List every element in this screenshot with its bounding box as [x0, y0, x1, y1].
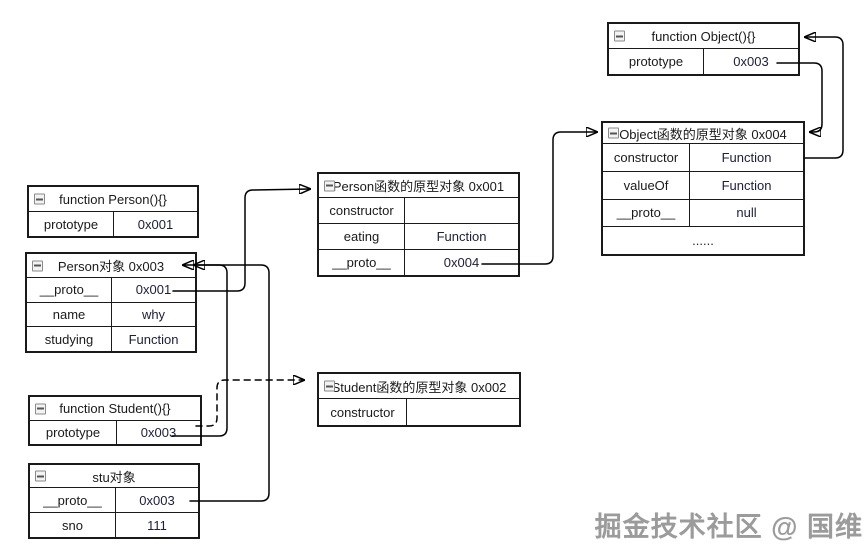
node-object-prototype[interactable]: Object函数的原型对象 0x004 constructor Function…	[601, 121, 805, 256]
property-value: Function	[721, 149, 772, 165]
node-title: Student函数的原型对象 0x002	[331, 379, 507, 395]
property-value: 0x001	[137, 216, 174, 232]
node-person-object[interactable]: Person对象 0x003 __proto__ 0x001 name why …	[25, 252, 197, 353]
property-row: valueOf Function	[603, 170, 803, 199]
collapse-icon[interactable]	[324, 380, 335, 392]
node-header: function Student(){}	[30, 397, 200, 420]
node-person-prototype[interactable]: Person函数的原型对象 0x001 constructor eating F…	[317, 172, 520, 277]
property-row: constructor	[319, 398, 519, 425]
property-key: __proto__	[27, 278, 112, 302]
collapse-icon[interactable]	[32, 260, 43, 271]
node-function-person[interactable]: function Person(){} prototype 0x001	[27, 185, 199, 238]
node-header: function Object(){}	[609, 24, 798, 48]
collapse-icon[interactable]	[34, 193, 45, 205]
property-value: 0x004	[443, 255, 480, 270]
node-title: stu对象	[92, 469, 136, 485]
property-value: Function	[436, 229, 487, 244]
property-key: prototype	[609, 49, 704, 74]
property-value: why	[141, 307, 166, 322]
property-key: __proto__	[603, 199, 690, 227]
property-row: prototype 0x003	[30, 420, 200, 444]
property-key: __proto__	[319, 250, 405, 275]
minus-glyph	[616, 35, 623, 37]
property-key: name	[27, 302, 112, 327]
property-key: prototype	[30, 421, 117, 444]
watermark-text: 掘金技术社区 @ 国维	[594, 512, 863, 542]
node-title: Person函数的原型对象 0x001	[332, 179, 505, 194]
minus-glyph	[326, 184, 333, 187]
arrow-stu-object-proto-to-person-object	[189, 265, 270, 502]
node-function-object[interactable]: function Object(){} prototype 0x003	[607, 22, 800, 76]
node-function-student[interactable]: function Student(){} prototype 0x003	[28, 395, 202, 446]
arrow-object-prototype-constructor-to-function-object	[805, 37, 844, 159]
node-header: Object函数的原型对象 0x004	[603, 123, 803, 143]
property-row: __proto__ 0x003	[30, 487, 198, 512]
property-row: prototype 0x003	[609, 48, 798, 74]
property-value: null	[736, 205, 757, 221]
property-key: studying	[27, 327, 112, 352]
property-value: 0x003	[733, 54, 769, 69]
property-row: __proto__ 0x004	[319, 249, 518, 275]
node-stu-object[interactable]: stu对象 __proto__ 0x003 sno 111	[28, 463, 200, 539]
node-title: Object函数的原型对象 0x004	[619, 126, 787, 142]
minus-glyph	[37, 407, 44, 410]
property-row: prototype 0x001	[29, 211, 197, 236]
node-header: function Person(){}	[29, 187, 197, 211]
property-value: 0x001	[135, 282, 172, 298]
property-row: __proto__ null	[603, 198, 803, 227]
property-key: __proto__	[30, 488, 116, 512]
node-header: stu对象	[30, 465, 198, 487]
property-row: name why	[27, 301, 195, 327]
property-value: 0x003	[140, 425, 177, 440]
node-student-prototype[interactable]: Student函数的原型对象 0x002 constructor	[317, 372, 521, 427]
property-value	[407, 399, 519, 425]
property-row: __proto__ 0x001	[27, 277, 195, 302]
property-key: constructor	[319, 198, 405, 223]
ellipsis-value: ......	[692, 233, 714, 249]
minus-glyph	[326, 385, 333, 387]
node-header: Person对象 0x003	[27, 254, 195, 277]
property-value	[405, 198, 518, 223]
node-title: function Person(){}	[59, 191, 167, 207]
minus-glyph	[610, 132, 617, 134]
node-header: Student函数的原型对象 0x002	[319, 374, 519, 398]
collapse-icon[interactable]	[35, 403, 46, 414]
ellipsis-row: ......	[603, 226, 803, 254]
property-value: 0x003	[139, 492, 175, 508]
arrow-function-student-prototype-to-student-prototype	[195, 380, 304, 427]
property-key: constructor	[603, 144, 690, 171]
collapse-icon[interactable]	[324, 180, 335, 191]
property-value: Function	[721, 177, 772, 193]
property-value: Function	[128, 331, 179, 347]
property-row: constructor	[319, 197, 518, 223]
node-title: Person对象 0x003	[57, 259, 165, 274]
minus-glyph	[34, 264, 41, 267]
property-row: constructor Function	[603, 143, 803, 171]
property-key: sno	[30, 513, 116, 537]
node-header: Person函数的原型对象 0x001	[319, 174, 518, 197]
property-key: eating	[319, 224, 405, 249]
property-row: sno 111	[30, 512, 198, 537]
collapse-icon[interactable]	[614, 30, 625, 42]
minus-glyph	[37, 475, 44, 477]
property-key: valueOf	[603, 171, 690, 199]
property-row: studying Function	[27, 326, 195, 352]
node-title: function Student(){}	[59, 401, 171, 416]
property-row: eating Function	[319, 223, 518, 249]
node-title: function Object(){}	[651, 28, 756, 44]
property-key: prototype	[29, 212, 114, 236]
collapse-icon[interactable]	[35, 470, 46, 482]
collapse-icon[interactable]	[608, 127, 619, 139]
property-key: constructor	[319, 399, 407, 425]
minus-glyph	[36, 198, 43, 200]
property-value: 111	[147, 517, 167, 533]
